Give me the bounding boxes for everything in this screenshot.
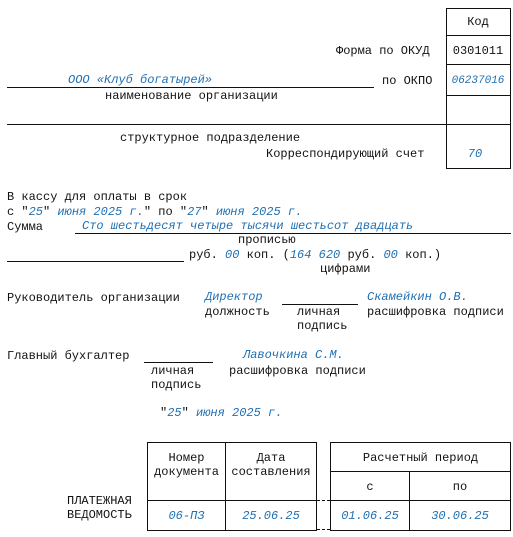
doc-number: 06-ПЗ: [168, 509, 205, 523]
corr-account-code: 70: [467, 147, 483, 161]
period-to-header: по: [452, 480, 468, 494]
decoding-caption-2: расшифровка подписи: [229, 364, 366, 378]
doc-date-header: Дата составления: [231, 451, 311, 479]
corr-account-label: Корреспондирующий счет: [266, 147, 425, 161]
from-day: 25: [28, 205, 44, 219]
position-caption: должность: [205, 305, 270, 319]
doc-date: 25.06.25: [242, 509, 300, 523]
okpo-code: 06237016: [451, 75, 505, 87]
period-line: с "25" июня 2025 г." по "27" июня 2025 г…: [7, 205, 303, 219]
to-month-year: июня 2025 г.: [215, 205, 303, 219]
doc-number-header: Номер документа: [154, 451, 219, 479]
chief-accountant-name: Лавочкина С.М.: [243, 348, 344, 362]
subdivision-caption: структурное подразделение: [120, 131, 301, 145]
period-table: [330, 442, 511, 531]
code-header: Код: [467, 15, 489, 29]
period-to: 30.06.25: [431, 509, 489, 523]
period-header: Расчетный период: [362, 451, 479, 465]
to-day: 27: [187, 205, 202, 219]
sum-words: Сто шестьдесят четыре тысячи шестьсот дв…: [82, 219, 414, 233]
in-words-caption: прописью: [238, 233, 296, 247]
doc-title: ПЛАТЕЖНАЯ ВЕДОМОСТЬ: [67, 494, 132, 522]
okud-label: Форма по ОКУД: [336, 44, 430, 58]
rub-kop-line: руб. 00 коп. (164 620 руб. 00 коп.): [189, 248, 442, 262]
head-name: Скамейкин О.В.: [367, 290, 468, 304]
org-name-caption: наименование организации: [105, 89, 278, 103]
okud-code: 0301011: [452, 44, 504, 58]
sum-label: Сумма: [7, 220, 44, 234]
in-digits-caption: цифрами: [320, 262, 371, 276]
organization-name: ООО «Клуб богатырей»: [68, 73, 213, 87]
signature-caption: личная подпись: [297, 305, 348, 333]
chief-accountant-label: Главный бухгалтер: [7, 349, 130, 363]
from-month-year: июня 2025 г.: [57, 205, 144, 219]
signature-caption-2: личная подпись: [151, 364, 202, 392]
doc-table: [147, 442, 317, 531]
okpo-label: по ОКПО: [382, 74, 433, 88]
period-from: 01.06.25: [341, 509, 399, 523]
sign-date: "25" июня 2025 г.: [160, 406, 283, 420]
decoding-caption: расшифровка подписи: [367, 305, 504, 319]
head-label: Руководитель организации: [7, 291, 180, 305]
period-from-header: с: [366, 480, 374, 494]
pay-term-label: В кассу для оплаты в срок: [7, 190, 188, 204]
code-box: [446, 8, 511, 169]
head-position: Директор: [205, 290, 263, 304]
